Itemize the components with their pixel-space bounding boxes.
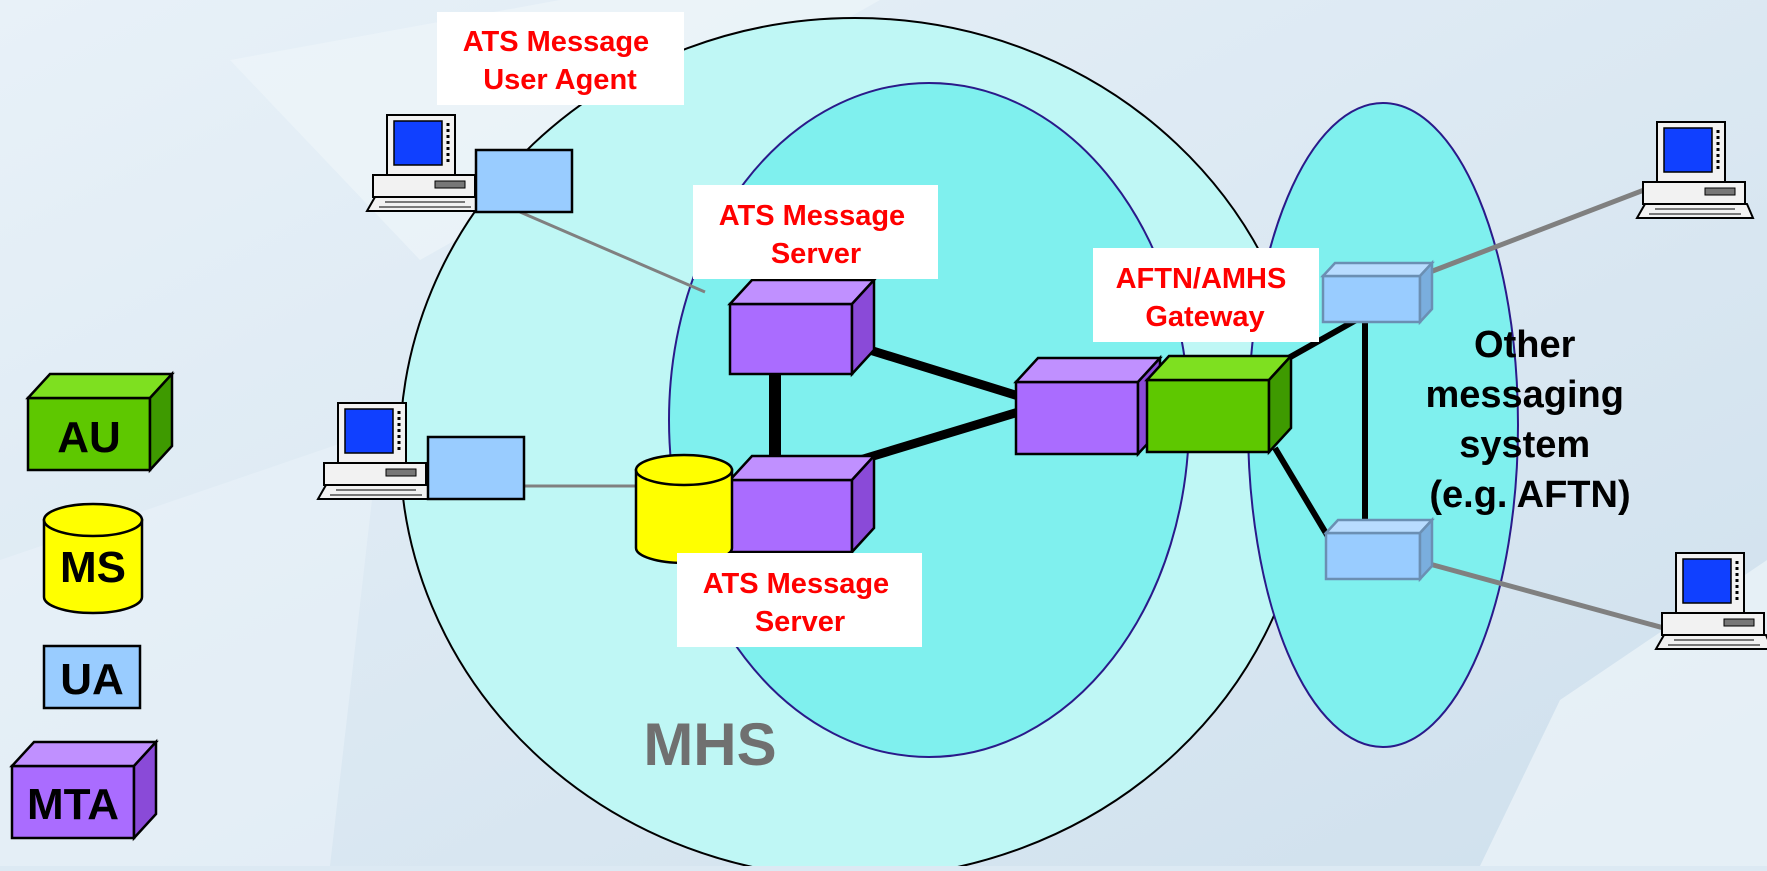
label-line: AFTN/AMHS	[1116, 263, 1287, 295]
label-line: (e.g. AFTN)	[1429, 474, 1630, 516]
external-ua-cube	[1323, 516, 1435, 583]
legend-ua-label: UA	[60, 655, 124, 704]
label-server-bottom: ATS Message Server	[703, 568, 897, 638]
label-line: User Agent	[483, 64, 637, 96]
mta-link	[858, 405, 1027, 465]
au-gateway-cube	[1144, 352, 1294, 456]
legend: AU MS UA MTA	[9, 370, 175, 842]
legend-ms-icon	[42, 502, 144, 615]
legend-ua-icon	[42, 644, 142, 710]
legend-mta-label: MTA	[27, 780, 119, 829]
label-line: ATS Message	[719, 200, 905, 232]
label-line: Server	[771, 238, 861, 270]
legend-au-icon	[25, 370, 175, 474]
label-box	[677, 553, 922, 647]
mta-gateway	[1013, 354, 1163, 458]
label-line: Server	[755, 606, 845, 638]
label-gateway: AFTN/AMHS Gateway	[1116, 263, 1295, 333]
external-link	[1414, 557, 1683, 636]
label-line: system	[1459, 424, 1590, 466]
legend-ms-label: MS	[60, 543, 126, 592]
label-box	[1093, 248, 1319, 342]
label-line: Gateway	[1145, 301, 1264, 333]
external-link	[1429, 184, 1653, 275]
ua-link	[519, 210, 706, 294]
ua-box	[474, 148, 574, 214]
label-server-top: ATS Message Server	[719, 200, 913, 270]
mta-link	[858, 342, 1027, 403]
label-line: Other	[1474, 324, 1576, 366]
mta-server-bottom	[727, 452, 877, 556]
legend-mta-icon	[9, 738, 159, 842]
external-ua-cube	[1320, 259, 1435, 326]
ua-box	[426, 435, 526, 501]
label-line: messaging	[1425, 374, 1624, 416]
gateway-link	[1272, 446, 1333, 542]
ms-cylinder	[634, 453, 734, 565]
label-line: ATS Message	[463, 26, 649, 58]
label-mhs: MHS	[643, 711, 776, 778]
label-other-system: Other messaging system (e.g. AFTN)	[1425, 324, 1634, 516]
label-user-agent: ATS Message User Agent	[463, 26, 657, 96]
label-box	[693, 185, 938, 279]
mta-server-top	[727, 276, 877, 378]
legend-au-label: AU	[57, 413, 121, 462]
label-box	[437, 12, 684, 105]
label-line: ATS Message	[703, 568, 889, 600]
